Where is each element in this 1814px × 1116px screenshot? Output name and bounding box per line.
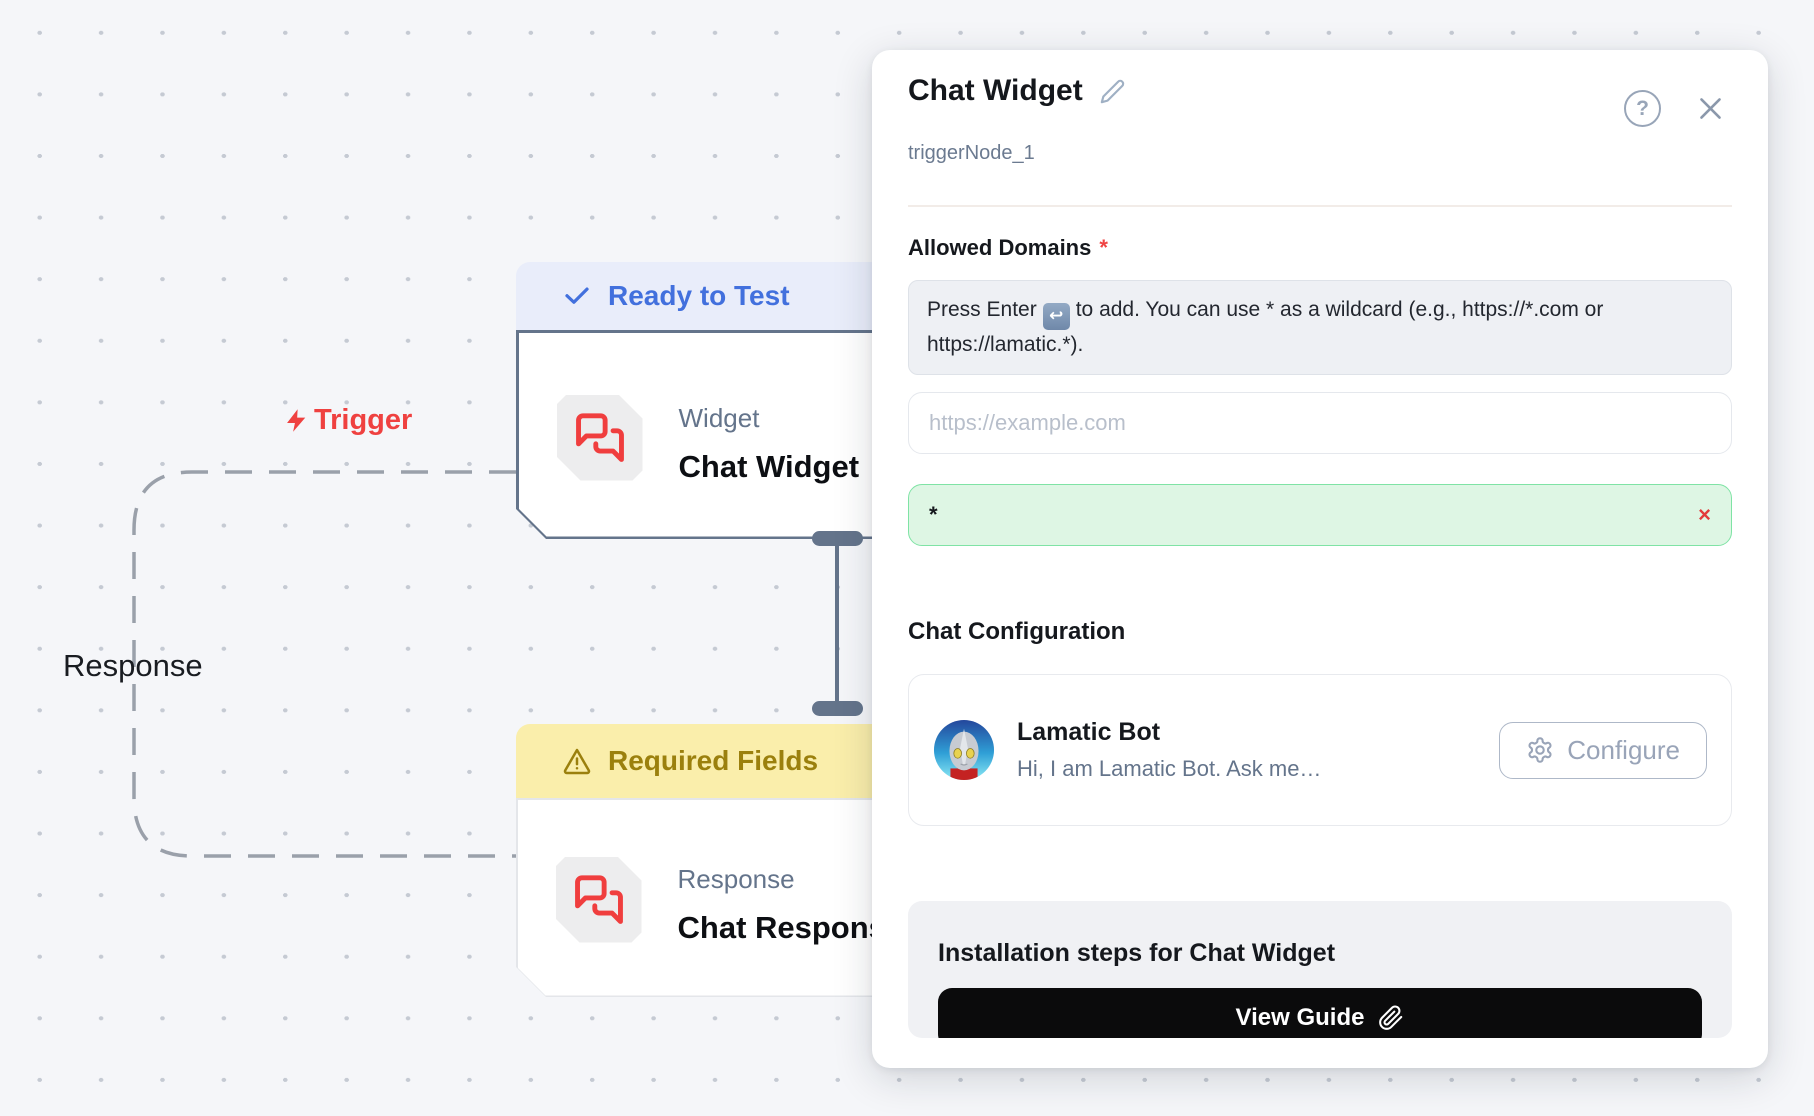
- allowed-domains-hint: Press Enter↩to add. You can use * as a w…: [908, 280, 1732, 376]
- bot-config-card: Lamatic Bot Hi, I am Lamatic Bot. Ask me…: [908, 674, 1732, 826]
- check-icon: [565, 287, 589, 304]
- rename-button[interactable]: [1099, 78, 1126, 105]
- lightning-bolt-icon: [287, 409, 306, 432]
- gear-icon: [1528, 737, 1552, 763]
- remove-domain-button[interactable]: ×: [1698, 502, 1711, 527]
- chat-bubbles-icon: [572, 410, 628, 466]
- configure-button[interactable]: Configure: [1499, 721, 1707, 779]
- paperclip-icon: [1379, 1005, 1403, 1030]
- source-handle[interactable]: [812, 531, 863, 546]
- response-loop-label: Response: [63, 648, 203, 683]
- lamatic-bot-avatar: [933, 719, 995, 781]
- node-id-label: triggerNode_1: [908, 142, 1035, 164]
- required-asterisk: *: [1099, 235, 1108, 260]
- node-title: Chat Widget: [678, 448, 860, 484]
- pencil-edit-icon: [1100, 79, 1124, 103]
- view-guide-label: View Guide: [1235, 1004, 1365, 1031]
- configure-label: Configure: [1567, 734, 1680, 765]
- installation-steps-section: Installation steps for Chat Widget View …: [908, 901, 1732, 1038]
- bot-description: Hi, I am Lamatic Bot. Ask me…: [1017, 756, 1322, 781]
- header-divider: [908, 205, 1732, 207]
- domain-input[interactable]: [908, 392, 1732, 454]
- node-icon-tile: [556, 857, 642, 943]
- panel-title: Chat Widget: [908, 74, 1083, 107]
- node-type-label: Response: [677, 863, 795, 894]
- warning-triangle-icon: [563, 748, 591, 775]
- question-mark-icon: ?: [1636, 96, 1649, 120]
- trigger-section-label: Trigger: [283, 404, 412, 437]
- allowed-domain-chip: * ×: [908, 484, 1732, 546]
- domain-chip-value: *: [929, 502, 938, 527]
- installation-heading: Installation steps for Chat Widget: [938, 939, 1336, 967]
- bot-name: Lamatic Bot: [1017, 718, 1161, 746]
- allowed-domains-label: Allowed Domains*: [908, 235, 1108, 260]
- chat-configuration-heading: Chat Configuration: [908, 618, 1126, 645]
- node-connector-edge: [835, 540, 839, 708]
- badge-label: Required Fields: [608, 745, 819, 776]
- node-type-label: Widget: [678, 402, 760, 433]
- close-icon: [1700, 98, 1721, 119]
- node-config-panel: Chat Widget triggerNode_1 ? Al: [872, 50, 1768, 1068]
- node-title: Chat Response: [677, 909, 904, 945]
- node-icon-tile: [557, 395, 643, 481]
- close-panel-button[interactable]: [1695, 93, 1726, 124]
- view-guide-button[interactable]: View Guide: [938, 988, 1702, 1038]
- trigger-label-text: Trigger: [314, 404, 413, 436]
- enter-key-icon: ↩: [1042, 302, 1070, 330]
- target-handle[interactable]: [812, 701, 863, 716]
- help-button[interactable]: ?: [1624, 90, 1661, 127]
- chat-bubbles-icon: [571, 872, 627, 928]
- badge-label: Ready to Test: [608, 280, 790, 311]
